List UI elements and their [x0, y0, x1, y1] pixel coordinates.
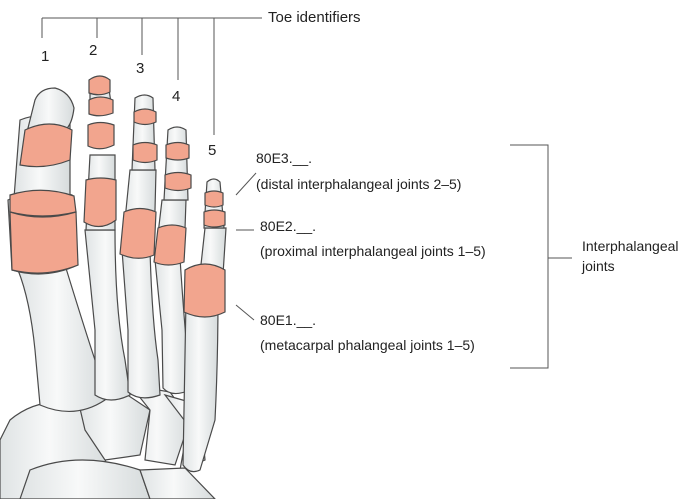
- group-label-line1: Interphalangeal: [582, 238, 679, 255]
- group-label-line2: joints: [582, 258, 615, 275]
- toe-number-2: 2: [89, 42, 97, 59]
- metacarpal-code: 80E1.__.: [260, 312, 316, 329]
- toe-3: [120, 95, 160, 398]
- tarsal-bones: [0, 385, 215, 499]
- proximal-description: (proximal interphalangeal joints 1–5): [260, 243, 486, 260]
- distal-description: (distal interphalangeal joints 2–5): [256, 176, 461, 193]
- proximal-code: 80E2.__.: [260, 218, 316, 235]
- toe-number-4: 4: [172, 88, 180, 105]
- toe-number-3: 3: [136, 60, 144, 77]
- distal-code: 80E3.__.: [256, 150, 312, 167]
- metacarpal-description: (metacarpal phalangeal joints 1–5): [260, 337, 475, 354]
- interphalangeal-bracket: [510, 145, 572, 368]
- toe-identifiers-label: Toe identifiers: [268, 9, 361, 26]
- toe-5: [183, 179, 226, 472]
- toe-number-1: 1: [41, 48, 49, 65]
- toe-number-5: 5: [208, 142, 216, 159]
- code-leader-lines: [236, 173, 256, 320]
